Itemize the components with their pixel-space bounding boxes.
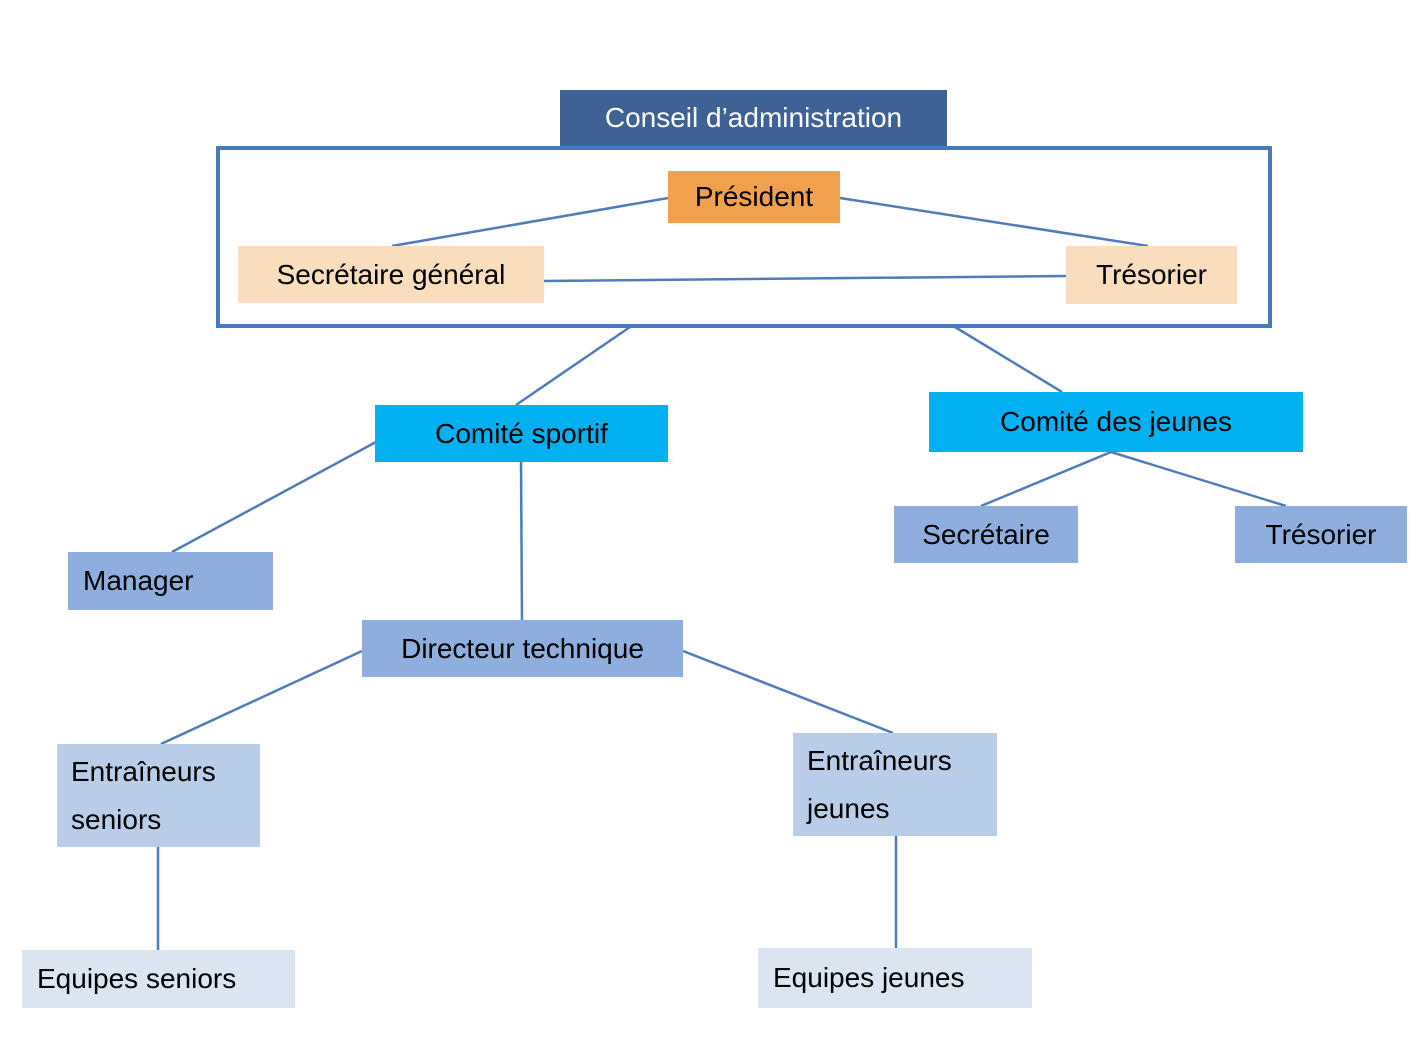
node-equipes-seniors: Equipes seniors <box>22 950 295 1008</box>
node-tresorier-bureau-label: Trésorier <box>1096 259 1207 290</box>
node-secretaire-general-label: Secrétaire général <box>276 258 506 290</box>
node-conseil-administration-label: Conseil d’administration <box>604 102 903 133</box>
edge-secretaire-general-tresorier <box>543 274 1067 283</box>
node-president-label: Président <box>694 181 814 212</box>
node-secretaire-jeunes: Secrétaire <box>894 506 1078 563</box>
edge-directeur-entraineurs-seniors <box>160 649 363 746</box>
node-conseil-administration: Conseil d’administration <box>560 90 947 146</box>
node-tresorier-bureau: Trésorier <box>1066 246 1237 304</box>
node-entraineurs-seniors: Entraîneurs seniors <box>57 744 260 847</box>
node-president: Président <box>668 171 840 223</box>
node-comite-sportif-label: Comité sportif <box>435 417 608 449</box>
node-entraineurs-seniors-line2: seniors <box>71 803 162 835</box>
node-comite-des-jeunes-label: Comité des jeunes <box>1000 406 1232 437</box>
node-comite-sportif: Comité sportif <box>375 405 668 462</box>
node-tresorier-jeunes: Trésorier <box>1235 506 1407 563</box>
edge-president-secretaire-general <box>391 196 669 248</box>
node-entraineurs-jeunes: Entraîneurs jeunes <box>793 733 997 836</box>
node-entraineurs-jeunes-line1: Entraîneurs <box>807 744 952 776</box>
node-manager: Manager <box>68 552 273 610</box>
edge-directeur-entraineurs-jeunes <box>682 649 894 735</box>
node-entraineurs-jeunes-line2: jeunes <box>807 792 890 824</box>
node-manager-label: Manager <box>83 565 194 596</box>
edge-comite-jeunes-tresorier <box>1110 450 1287 508</box>
node-equipes-jeunes-label: Equipes jeunes <box>773 962 965 993</box>
edge-comite-sportif-manager <box>171 440 377 554</box>
edge-comite-jeunes-secretaire <box>980 450 1112 508</box>
node-secretaire-jeunes-label: Secrétaire <box>922 518 1050 550</box>
edge-comite-sportif-directeur <box>519 461 524 621</box>
node-equipes-seniors-label: Equipes seniors <box>37 963 237 994</box>
board-frame <box>216 146 1272 328</box>
node-secretaire-general: Secrétaire général <box>238 246 544 303</box>
node-directeur-technique-label: Directeur technique <box>401 632 644 664</box>
node-comite-des-jeunes: Comité des jeunes <box>929 392 1303 452</box>
node-tresorier-jeunes-label: Trésorier <box>1265 518 1377 550</box>
node-entraineurs-seniors-line1: Entraîneurs <box>71 755 216 787</box>
edge-conseil-comite-jeunes <box>954 325 1063 394</box>
edge-conseil-comite-sportif <box>515 325 631 407</box>
node-directeur-technique: Directeur technique <box>362 620 683 677</box>
node-equipes-jeunes: Equipes jeunes <box>758 948 1032 1008</box>
edge-president-tresorier-bureau <box>839 196 1149 248</box>
